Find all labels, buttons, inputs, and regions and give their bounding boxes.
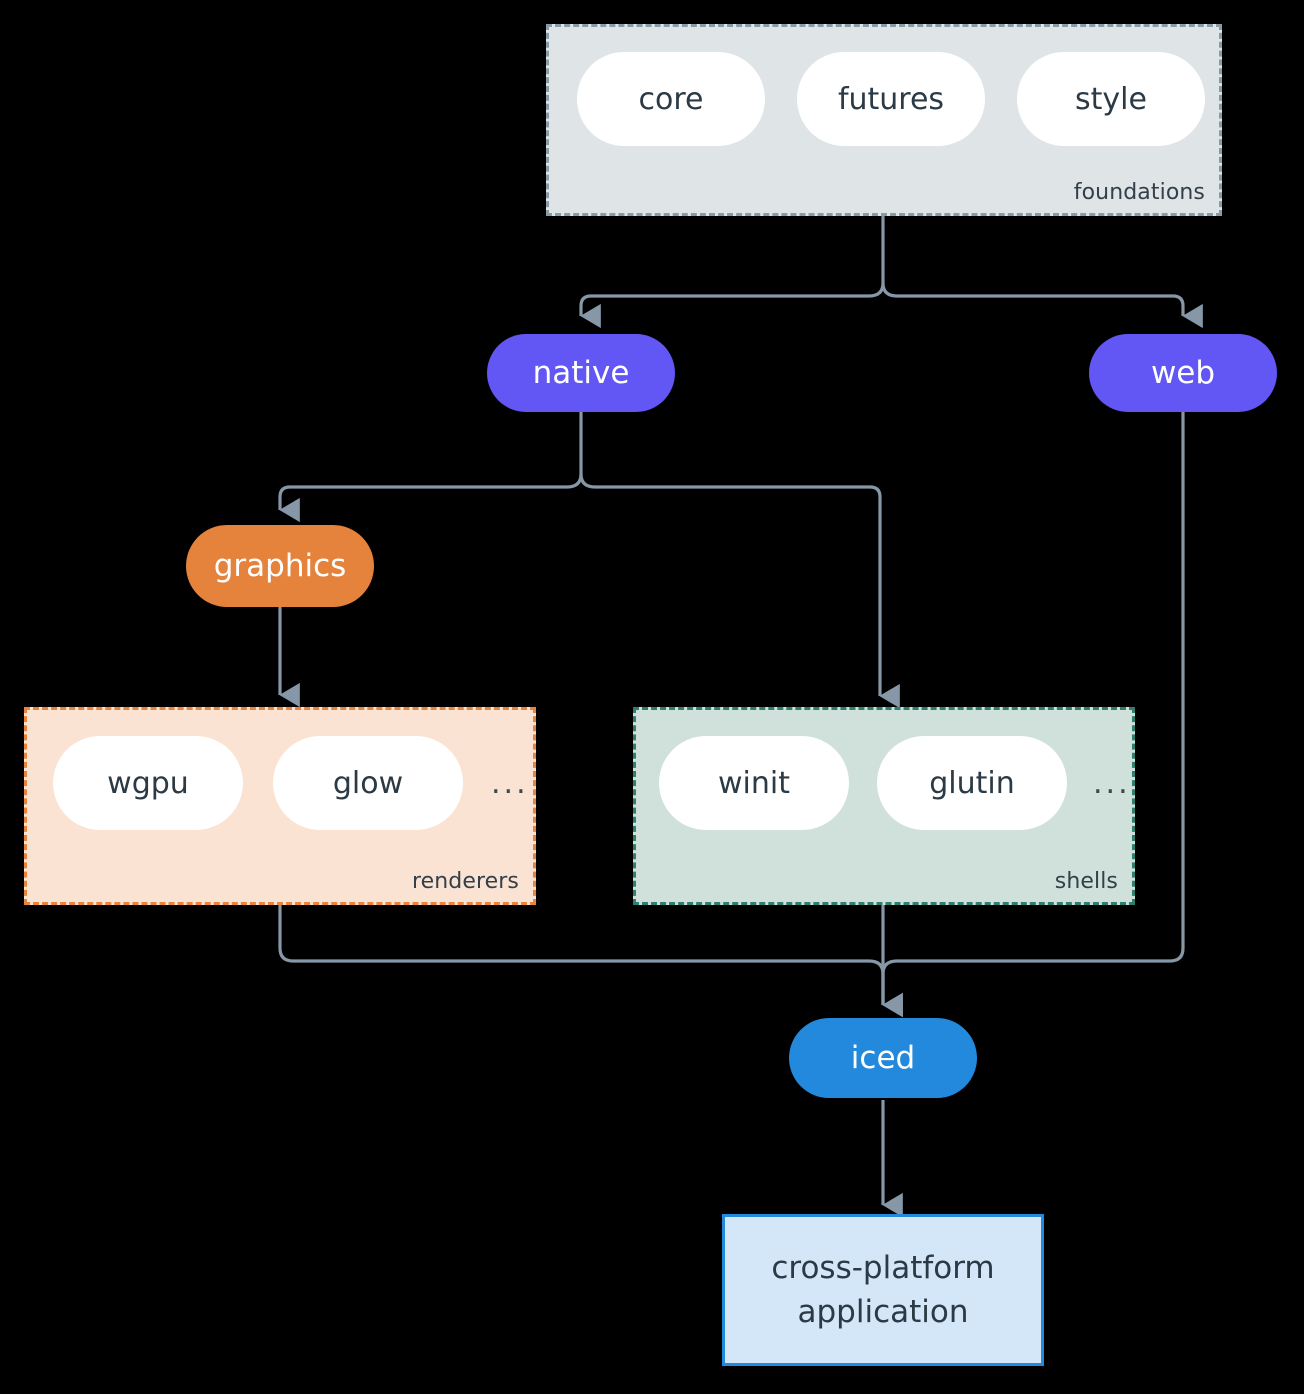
pill-style[interactable]: style xyxy=(1017,52,1205,146)
pill-glow[interactable]: glow xyxy=(273,736,463,830)
pill-glutin-label: glutin xyxy=(929,765,1015,801)
pill-glutin[interactable]: glutin xyxy=(877,736,1067,830)
node-graphics-label: graphics xyxy=(213,548,347,584)
pill-glow-label: glow xyxy=(332,765,404,801)
edge-foundations-web xyxy=(881,282,1203,329)
node-iced[interactable]: iced xyxy=(789,1018,977,1098)
node-native[interactable]: native xyxy=(487,334,675,412)
pill-wgpu[interactable]: wgpu xyxy=(53,736,243,830)
node-web[interactable]: web xyxy=(1089,334,1277,412)
pill-futures-label: futures xyxy=(837,81,945,117)
pill-futures[interactable]: futures xyxy=(797,52,985,146)
pill-style-label: style xyxy=(1075,81,1147,117)
node-cross-platform-application[interactable]: cross-platform application xyxy=(722,1214,1044,1366)
pill-core[interactable]: core xyxy=(577,52,765,146)
edge-renderers-iced xyxy=(278,905,903,1018)
group-foundations: core futures style foundations xyxy=(546,24,1222,216)
node-web-label: web xyxy=(1150,355,1216,391)
renderers-ellipsis: ... xyxy=(491,765,529,801)
node-iced-label: iced xyxy=(850,1040,916,1076)
group-renderers-label: renderers xyxy=(411,869,519,894)
pill-winit-label: winit xyxy=(718,765,790,801)
edge-native-shells xyxy=(579,473,900,709)
edge-native-graphics xyxy=(278,473,583,523)
group-renderers: wgpu glow ... renderers xyxy=(24,707,536,905)
pill-core-label: core xyxy=(638,81,704,117)
pill-wgpu-label: wgpu xyxy=(107,765,189,801)
edge-foundations-native xyxy=(579,282,885,329)
app-label-line2: application xyxy=(797,1294,969,1330)
group-foundations-label: foundations xyxy=(1073,180,1205,205)
group-shells: winit glutin ... shells xyxy=(633,707,1135,905)
node-graphics[interactable]: graphics xyxy=(186,525,374,607)
group-shells-label: shells xyxy=(1054,869,1118,894)
node-native-label: native xyxy=(532,355,630,391)
app-label-line1: cross-platform xyxy=(771,1249,995,1286)
pill-winit[interactable]: winit xyxy=(659,736,849,830)
shells-ellipsis: ... xyxy=(1093,765,1131,801)
